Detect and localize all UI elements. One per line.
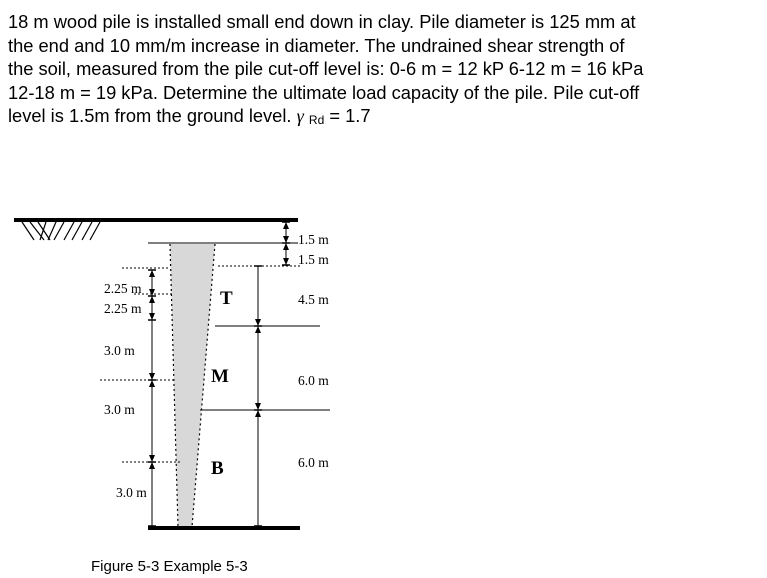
problem-statement: 18 m wood pile is installed small end do… bbox=[8, 10, 760, 133]
problem-line-5-text: level is 1.5m from the ground level. bbox=[8, 105, 292, 126]
pile-right-edge bbox=[191, 243, 216, 528]
gamma-subscript: Rd bbox=[308, 113, 325, 127]
problem-line-4: 12-18 m = 19 kPa. Determine the ultimate… bbox=[8, 81, 640, 103]
problem-line-3: the soil, measured from the pile cut-off… bbox=[8, 58, 644, 79]
dim-label-middle-segment: 6.0 m bbox=[298, 373, 329, 388]
dim-label-top-segment: 4.5 m bbox=[298, 292, 329, 307]
segment-label-middle: M bbox=[211, 366, 229, 387]
dim-label-bottom-segment: 6.0 m bbox=[298, 455, 329, 470]
left-dotted-leaders bbox=[100, 267, 182, 463]
left-label-2: 2.25 m bbox=[104, 301, 142, 316]
ground-hatch bbox=[21, 221, 101, 241]
right-dim-ticks bbox=[254, 221, 290, 527]
left-label-5: 3.0 m bbox=[116, 485, 147, 500]
dim-label-cutoff-top: 1.5 m bbox=[298, 252, 329, 267]
left-dim-arrows bbox=[149, 270, 155, 469]
left-label-1: 2.25 m bbox=[104, 281, 142, 296]
pile-body bbox=[170, 244, 215, 527]
gamma-symbol: γ bbox=[296, 106, 304, 126]
right-dim-arrows bbox=[255, 222, 289, 417]
pile-left-edge bbox=[169, 243, 179, 528]
problem-line-1: 18 m wood pile is installed small end do… bbox=[8, 11, 636, 32]
segment-label-top: T bbox=[220, 288, 233, 309]
left-label-4: 3.0 m bbox=[104, 402, 135, 417]
dim-label-ground-cutoff: 1.5 m bbox=[298, 232, 329, 247]
figure-caption: Figure 5-3 Example 5-3 bbox=[91, 558, 248, 575]
gamma-value: = 1.7 bbox=[329, 105, 371, 126]
problem-line-2: the end and 10 mm/m increase in diameter… bbox=[8, 34, 625, 56]
segment-label-bottom: B bbox=[211, 458, 224, 479]
left-label-3: 3.0 m bbox=[104, 343, 135, 358]
problem-line-5: level is 1.5m from the ground level. γ R… bbox=[8, 104, 760, 133]
